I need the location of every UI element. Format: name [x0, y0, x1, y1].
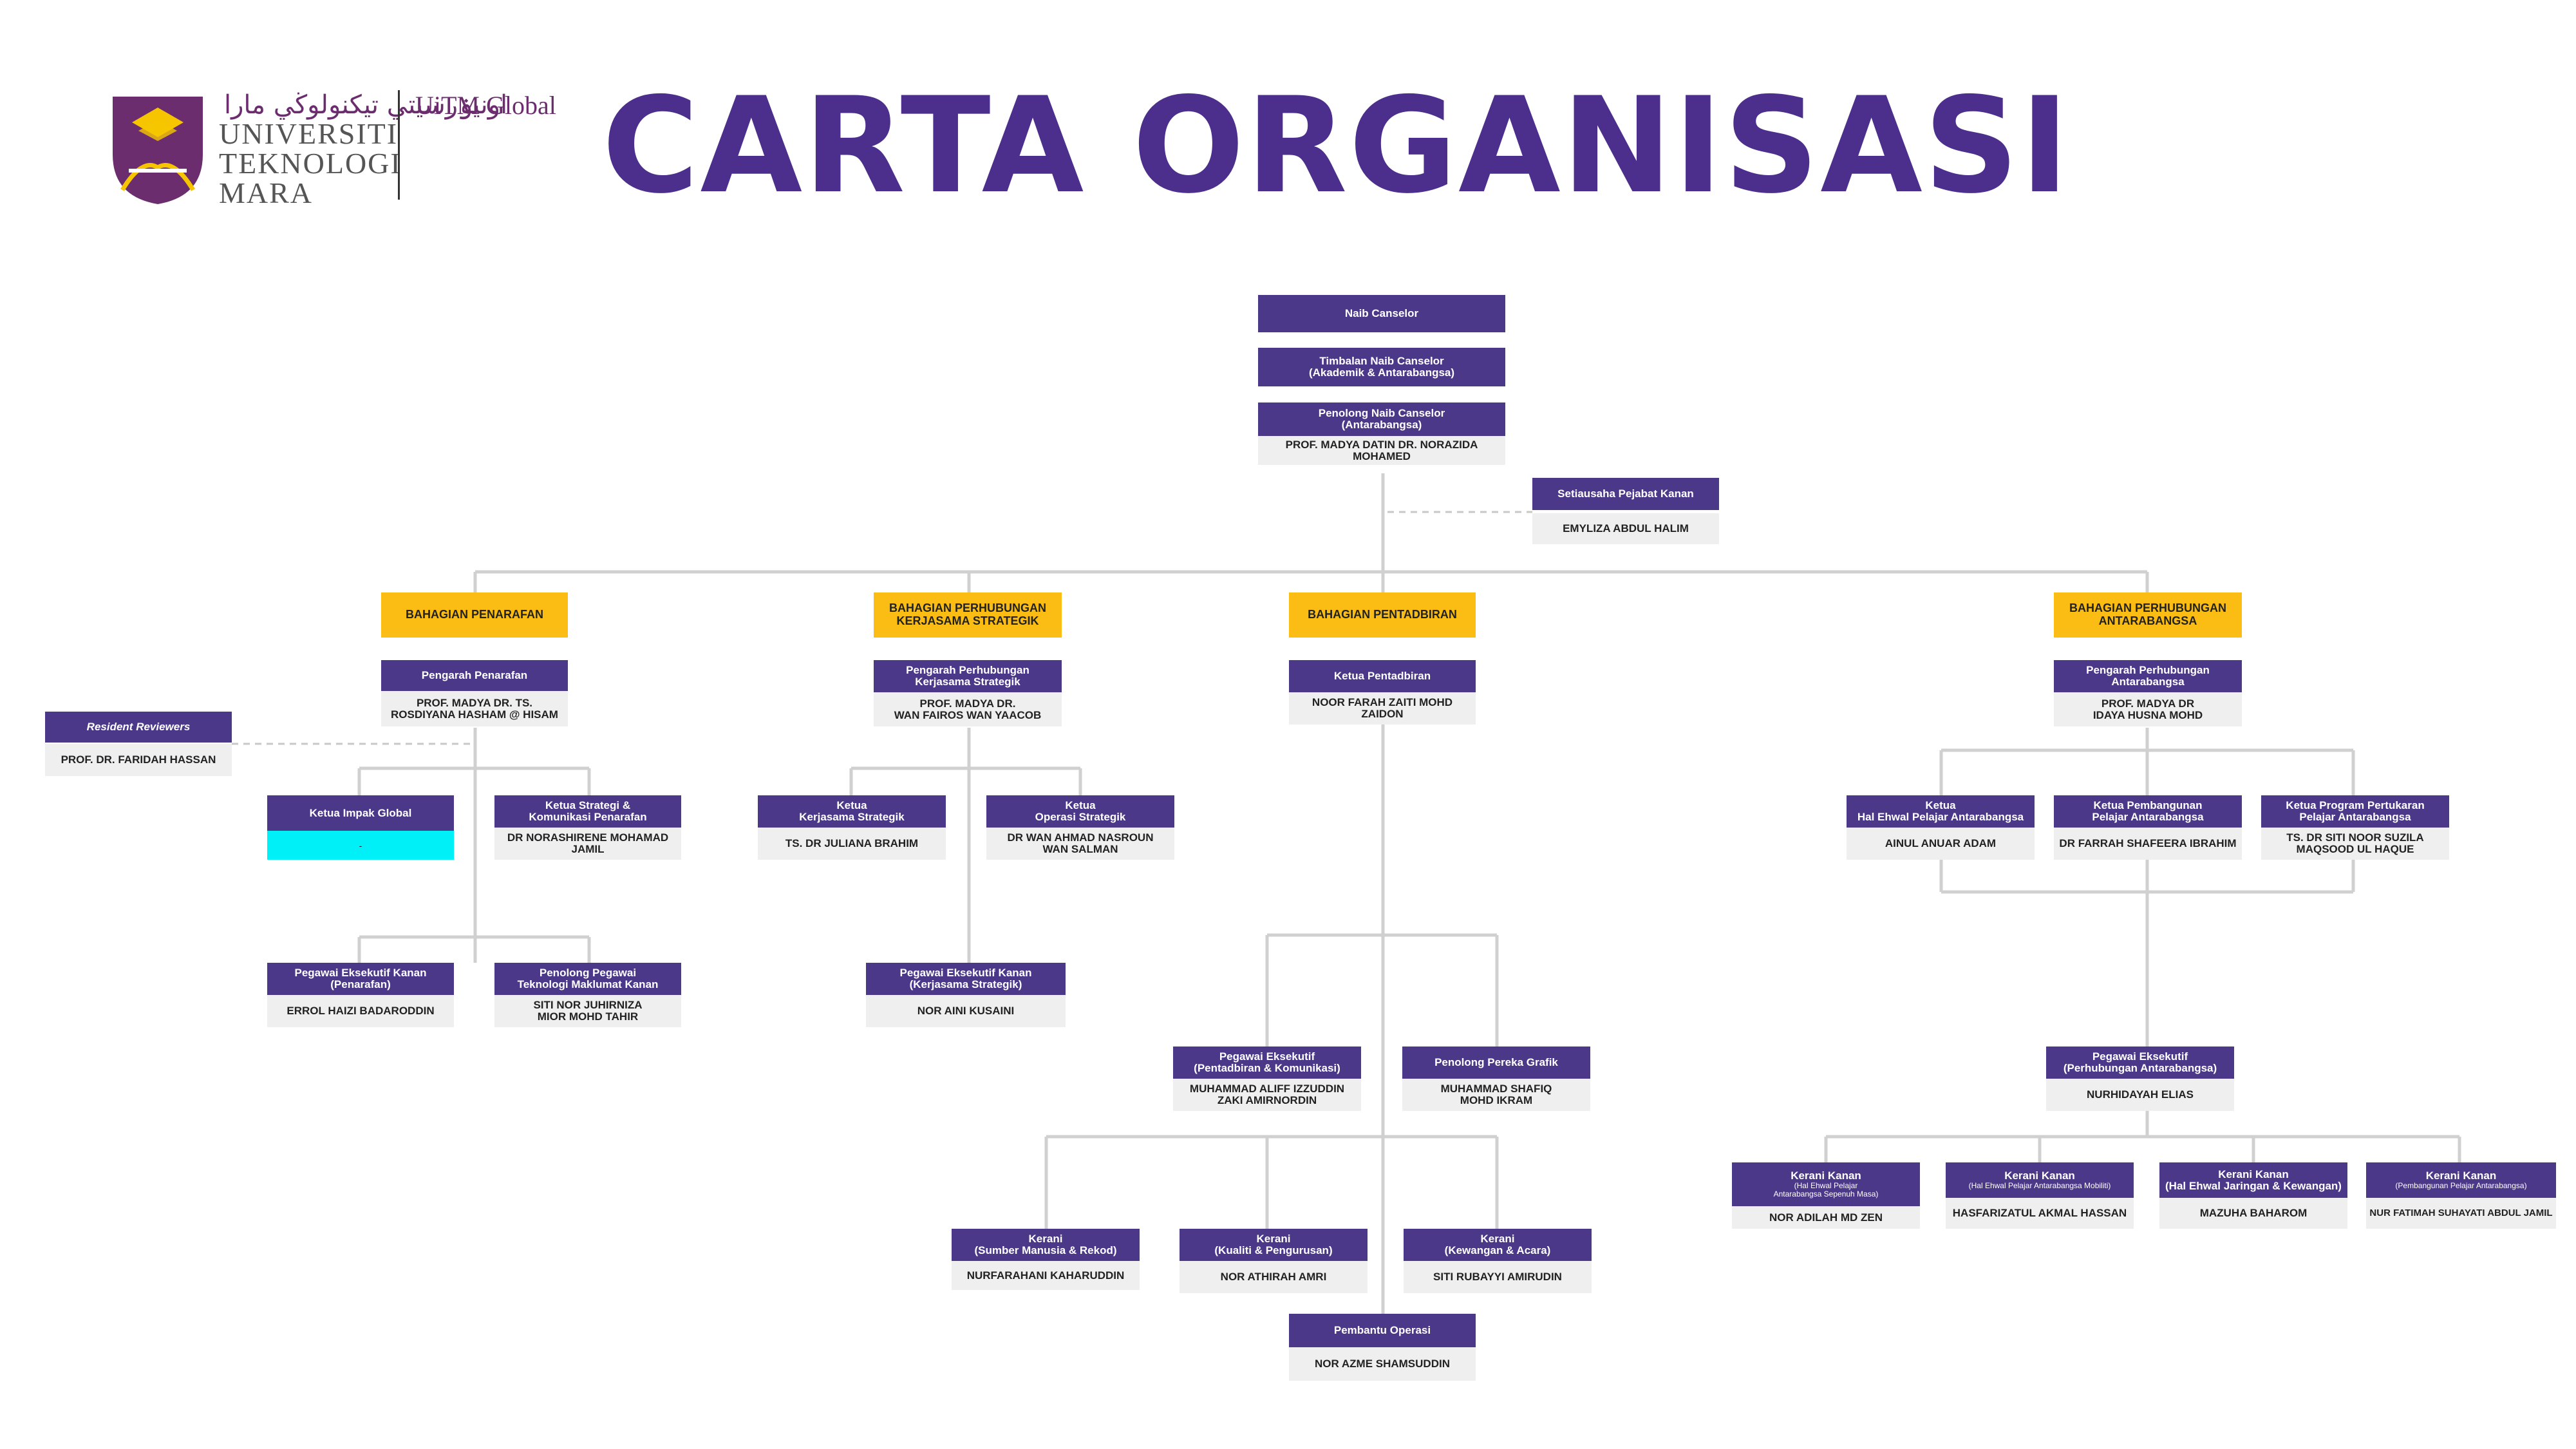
- pereka-grafik-title: Penolong Pereka Grafik: [1402, 1046, 1590, 1079]
- ketua-pentadbiran-title: Ketua Pentadbiran: [1289, 660, 1476, 692]
- ketua-impak-global-name: -: [267, 831, 454, 860]
- pe-antarabangsa-name: NURHIDAYAH ELIAS: [2046, 1079, 2234, 1111]
- pembantu-operasi-title: Pembantu Operasi: [1289, 1314, 1476, 1347]
- logo-divider: [398, 90, 400, 200]
- kerani-kualiti-title: Kerani(Kualiti & Pengurusan): [1180, 1229, 1368, 1261]
- pek-penarafan-title: Pegawai Eksekutif Kanan(Penarafan): [267, 963, 454, 995]
- uitm-crest-icon: [113, 97, 203, 204]
- page-title: CARTA ORGANISASI: [602, 70, 2071, 223]
- kerani-kanan-sepenuh-masa-name: NOR ADILAH MD ZEN: [1732, 1206, 1920, 1229]
- ketua-hal-ehwal-name: AINUL ANUAR ADAM: [1847, 828, 2035, 860]
- ketua-impak-global-title: Ketua Impak Global: [267, 795, 454, 831]
- kerani-kanan-pembangunan-title: Kerani Kanan(Pembangunan Pelajar Antarab…: [2366, 1162, 2556, 1198]
- setiausaha-name: EMYLIZA ABDUL HALIM: [1532, 513, 1719, 544]
- pe-antarabangsa-title: Pegawai Eksekutif(Perhubungan Antarabang…: [2046, 1046, 2234, 1079]
- ketua-strategi-name: DR NORASHIRENE MOHAMAD JAMIL: [494, 828, 681, 860]
- pengarah-penarafan-name: PROF. MADYA DR. TS.ROSDIYANA HASHAM @ HI…: [381, 691, 568, 726]
- pembantu-operasi-name: NOR AZME SHAMSUDDIN: [1289, 1347, 1476, 1381]
- penolong-naib-canselor-title: Penolong Naib Canselor(Antarabangsa): [1258, 402, 1505, 436]
- logo-arabic-text: اونيۏرسيتي تيكنولوڬي مارا: [224, 90, 508, 120]
- ketua-pentadbiran-name: NOOR FARAH ZAITI MOHD ZAIDON: [1289, 692, 1476, 724]
- kerani-kewangan-name: SITI RUBAYYI AMIRUDIN: [1404, 1261, 1592, 1293]
- pek-kerjasama-name: NOR AINI KUSAINI: [866, 995, 1066, 1027]
- resident-reviewers-name: PROF. DR. FARIDAH HASSAN: [45, 744, 232, 776]
- kerani-sumber-manusia-title: Kerani(Sumber Manusia & Rekod): [952, 1229, 1140, 1261]
- timbalan-naib-canselor-box: Timbalan Naib Canselor(Akademik & Antara…: [1258, 348, 1505, 386]
- kerani-sumber-manusia-name: NURFARAHANI KAHARUDDIN: [952, 1261, 1140, 1290]
- kerani-kewangan-title: Kerani(Kewangan & Acara): [1404, 1229, 1592, 1261]
- pe-pentadbiran-title: Pegawai Eksekutif(Pentadbiran & Komunika…: [1173, 1046, 1361, 1079]
- kerani-kanan-mobiliti-name: HASFARIZATUL AKMAL HASSAN: [1946, 1198, 2134, 1229]
- ketua-pembangunan-name: DR FARRAH SHAFEERA IBRAHIM: [2054, 828, 2242, 860]
- kerani-kanan-pembangunan-name: NUR FATIMAH SUHAYATI ABDUL JAMIL: [2366, 1198, 2556, 1229]
- pengarah-penarafan-title: Pengarah Penarafan: [381, 660, 568, 691]
- logo-global-text: UiTM Global: [415, 91, 556, 120]
- kerani-kanan-jaringan-title: Kerani Kanan(Hal Ehwal Jaringan & Kewang…: [2159, 1162, 2347, 1198]
- kerani-kualiti-name: NOR ATHIRAH AMRI: [1180, 1261, 1368, 1293]
- dept-pentadbiran: BAHAGIAN PENTADBIRAN: [1289, 592, 1476, 638]
- uitm-logo: اونيۏرسيتي تيكنولوڬي مارا UNIVERSITI TEK…: [109, 87, 560, 216]
- dept-penarafan: BAHAGIAN PENARAFAN: [381, 592, 568, 638]
- kerani-kanan-mobiliti-title: Kerani Kanan(Hal Ehwal Pelajar Antaraban…: [1946, 1162, 2134, 1198]
- pengarah-kerjasama-name: PROF. MADYA DR.WAN FAIROS WAN YAACOB: [874, 692, 1062, 726]
- ketua-kerjasama-name: TS. DR JULIANA BRAHIM: [758, 828, 946, 860]
- penolong-naib-canselor-name: PROF. MADYA DATIN DR. NORAZIDA MOHAMED: [1258, 436, 1505, 465]
- pek-kerjasama-title: Pegawai Eksekutif Kanan(Kerjasama Strate…: [866, 963, 1066, 995]
- logo-wordmark: UNIVERSITI TEKNOLOGI MARA: [219, 117, 402, 209]
- resident-reviewers-title: Resident Reviewers: [45, 712, 232, 743]
- naib-canselor-box: Naib Canselor: [1258, 295, 1505, 332]
- setiausaha-title: Setiausaha Pejabat Kanan: [1532, 478, 1719, 510]
- pek-penarafan-name: ERROL HAIZI BADARODDIN: [267, 995, 454, 1027]
- kerani-kanan-jaringan-name: MAZUHA BAHAROM: [2159, 1198, 2347, 1229]
- ketua-strategi-title: Ketua Strategi &Komunikasi Penarafan: [494, 795, 681, 828]
